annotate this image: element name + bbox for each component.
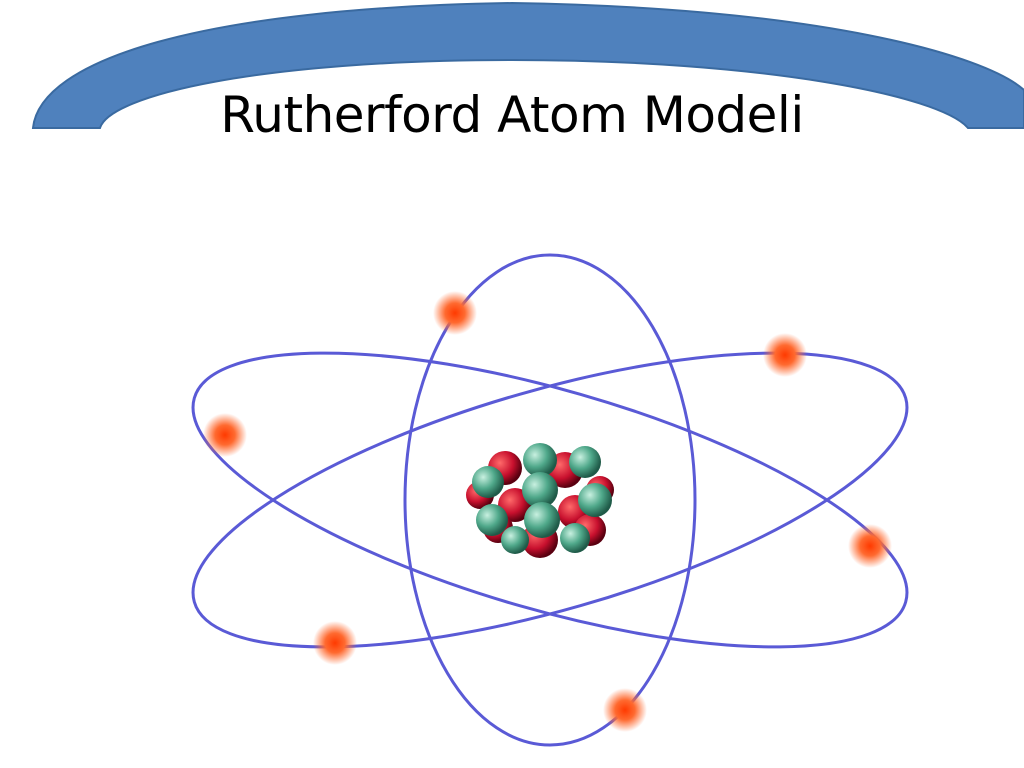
orbit-tilted-left bbox=[191, 351, 909, 649]
electrons bbox=[203, 291, 892, 732]
orbit-vertical bbox=[403, 253, 697, 747]
electron bbox=[313, 621, 357, 665]
atom-illustration bbox=[191, 253, 909, 747]
electron bbox=[603, 688, 647, 732]
slide-title: Rutherford Atom Modeli bbox=[220, 86, 804, 144]
electron bbox=[203, 413, 247, 457]
orbit-tilted-right bbox=[191, 351, 909, 649]
electron bbox=[763, 333, 807, 377]
electron bbox=[848, 524, 892, 568]
orbits bbox=[191, 253, 909, 747]
electron bbox=[433, 291, 477, 335]
nucleus bbox=[466, 443, 614, 558]
